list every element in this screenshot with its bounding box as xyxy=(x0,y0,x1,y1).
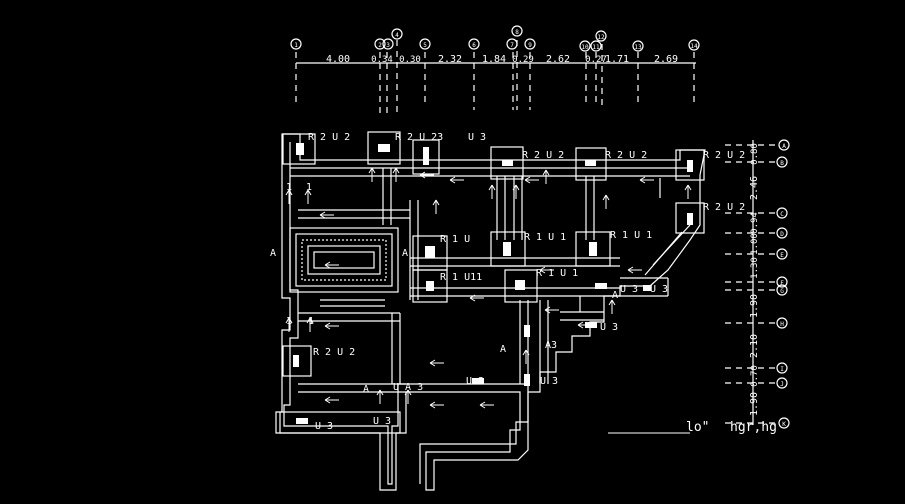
footing-label: R 1 U 1 xyxy=(610,230,652,241)
grid-marker-x: 3 xyxy=(386,42,390,49)
section-marker: A xyxy=(500,344,506,355)
footing-label: R 2 U 23 xyxy=(395,132,443,143)
dimension-x: 1.84 xyxy=(482,54,506,65)
tank xyxy=(289,227,399,307)
dimension-y: 2.46 xyxy=(749,176,760,200)
dimension-y: 0.94 xyxy=(750,212,760,234)
grid-marker-x: 8 xyxy=(515,29,519,36)
title-left: lo" xyxy=(686,420,709,435)
grid-marker-y: A xyxy=(782,143,786,150)
footing-label: U 3 xyxy=(468,132,486,143)
footing-label: R 1 U 1 xyxy=(536,268,578,279)
footing-label: U 3 xyxy=(373,416,391,427)
bar-mark: 1 xyxy=(308,316,314,327)
section-marker: A xyxy=(270,248,276,259)
dimension-x: 0.27 xyxy=(585,55,607,65)
grid-ticks-y xyxy=(725,144,778,424)
section-marker: A xyxy=(402,248,408,259)
grid-marker-y: I xyxy=(780,366,784,373)
bar-mark: 1 xyxy=(286,316,292,327)
grid-marker-x: 5 xyxy=(423,42,427,49)
dimension-x: 0.29 xyxy=(512,55,534,65)
grid-marker-y: B xyxy=(780,160,784,167)
column-bars xyxy=(293,143,693,424)
footings xyxy=(279,131,705,434)
grid-marker-x: 14 xyxy=(690,43,698,50)
grid-marker-y: C xyxy=(780,211,784,218)
rebar-marks xyxy=(285,167,692,409)
footing-label: R 2 U 2 xyxy=(308,132,350,143)
footing-label: U 3 xyxy=(650,284,668,295)
grid-marker-y: K xyxy=(782,421,786,428)
dimension-y: 2.10 xyxy=(749,334,760,358)
section-marker: A3 xyxy=(545,340,557,351)
grid-bubbles-x xyxy=(290,25,700,52)
dimension-x: 0.34 xyxy=(371,55,393,65)
dimension-y: 0.80 xyxy=(750,143,760,165)
grid-marker-y: H xyxy=(780,321,784,328)
dimension-y: 1.30 xyxy=(750,257,760,279)
section-marker: A xyxy=(612,290,618,301)
grid-marker-x: 7 xyxy=(510,42,514,49)
dimension-x: 0.30 xyxy=(399,55,421,65)
footing-label: U 3 xyxy=(600,322,618,333)
dimension-x: 2.69 xyxy=(654,54,678,65)
grid-ticks-x xyxy=(295,40,695,115)
footing-label: U 3 xyxy=(466,376,484,387)
grid-marker-x: 1 xyxy=(294,42,298,49)
dimension-y: 1.00 xyxy=(750,233,760,255)
grid-marker-x: 6 xyxy=(472,42,476,49)
dimension-y: 1.90 xyxy=(749,294,760,318)
footing-label: U 3 xyxy=(315,421,333,432)
dimension-x: 4.00 xyxy=(326,54,350,65)
dimension-x: 2.32 xyxy=(438,54,462,65)
footing-label: R 1 U xyxy=(440,234,470,245)
section-marker: A xyxy=(363,384,369,395)
grid-bubbles-y xyxy=(776,139,790,429)
footing-label: R 2 U 2 xyxy=(703,202,745,213)
grid-marker-x: 10 xyxy=(581,44,589,51)
dimension-y: 1.90 xyxy=(749,392,760,416)
grid-marker-x: 13 xyxy=(634,44,642,51)
dimension-x: 2.62 xyxy=(546,54,570,65)
grid-marker-y: F xyxy=(780,280,784,287)
footing-label: U A 3 xyxy=(393,382,423,393)
grid-marker-x: 9 xyxy=(528,42,532,49)
footing-label: R 1 U 1 xyxy=(524,232,566,243)
title-right: hgr,hg xyxy=(730,420,777,435)
footing-label: R 2 U 2 xyxy=(522,150,564,161)
bar-mark: 1 xyxy=(306,182,312,193)
footing-label: U 3 xyxy=(540,376,558,387)
dimension-y: 0.70 xyxy=(750,365,760,387)
grid-marker-y: E xyxy=(780,252,784,259)
footing-label: R 2 U 2 xyxy=(605,150,647,161)
grid-marker-x: 11 xyxy=(592,44,600,51)
footing-label: R 2 U 2 xyxy=(313,347,355,358)
grid-marker-x: 2 xyxy=(378,42,382,49)
dimension-x: 1.71 xyxy=(605,54,629,65)
grid-marker-y: G xyxy=(780,288,784,295)
grid-marker-y: J xyxy=(780,381,784,388)
footing-label: U 3 xyxy=(620,284,638,295)
bar-mark: 1 xyxy=(286,182,292,193)
footing-label: R 2 U 2 xyxy=(703,150,745,161)
footing-label: R 1 U11 xyxy=(440,272,482,283)
grid-marker-x: 12 xyxy=(597,34,605,41)
grid-marker-y: D xyxy=(780,231,784,238)
grid-marker-x: 4 xyxy=(395,32,399,39)
